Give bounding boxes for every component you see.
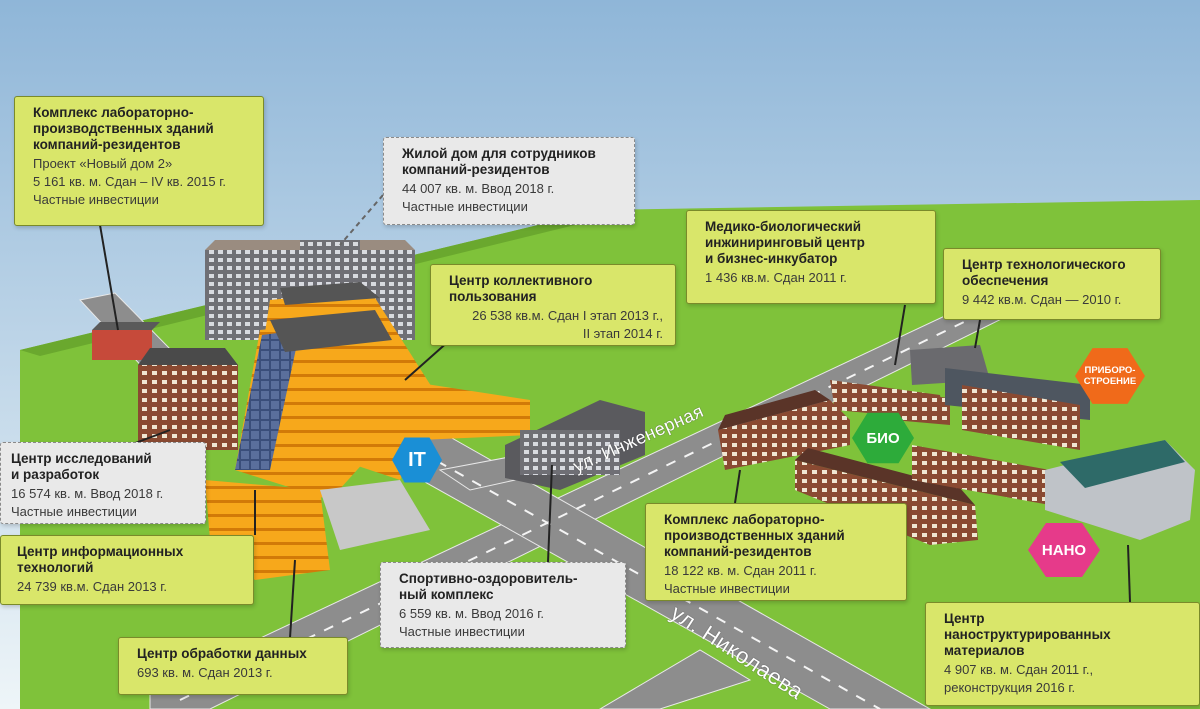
callout-title: Центр коллективного пользования <box>449 273 593 304</box>
callout-title: Жилой дом для сотрудников компаний-резид… <box>402 146 596 177</box>
badge-bio-label: БИО <box>866 429 900 447</box>
callout-title: Комплекс лабораторно- производственных з… <box>33 105 214 152</box>
callout-research-center: Центр исследований и разработок 16 574 к… <box>0 442 206 524</box>
callout-lab-complex-2011: Комплекс лабораторно- производственных з… <box>645 503 907 601</box>
callout-medbio-center: Медико-биологический инжиниринговый цент… <box>686 210 936 304</box>
callout-nano-center: Центр наноструктурированных материалов 4… <box>925 602 1200 706</box>
callout-details: 4 907 кв. м. Сдан 2011 г., реконструкция… <box>944 662 1094 695</box>
callout-title: Медико-биологический инжиниринговый цент… <box>705 219 865 266</box>
callout-title: Центр технологического обеспечения <box>962 257 1126 288</box>
road-markings <box>179 294 1021 709</box>
callout-title: Спортивно-оздоровитель- ный комплекс <box>399 571 578 602</box>
building-tech-support <box>910 345 1090 450</box>
callout-data-center: Центр обработки данных 693 кв. м. Сдан 2… <box>118 637 348 695</box>
callout-shared-use-center: Центр коллективного пользования 26 538 к… <box>430 264 676 346</box>
building-data-center-plaza <box>320 480 430 550</box>
callout-tech-support-center: Центр технологического обеспечения 9 442… <box>943 248 1161 320</box>
building-small-left <box>92 322 160 360</box>
callout-details: 693 кв. м. Сдан 2013 г. <box>137 665 273 680</box>
building-bio-block <box>912 445 1050 505</box>
callout-details: 24 739 кв.м. Сдан 2013 г. <box>17 579 168 594</box>
building-nano-center <box>1045 440 1195 540</box>
badge-nano-label: НАНО <box>1041 541 1087 559</box>
callout-details: 18 122 кв. м. Сдан 2011 г. Частные инвес… <box>664 563 817 596</box>
callout-details: 44 007 кв. м. Ввод 2018 г. Частные инвес… <box>402 181 555 214</box>
callout-details: 6 559 кв. м. Ввод 2016 г. Частные инвест… <box>399 606 544 639</box>
callout-title: Комплекс лабораторно- производственных з… <box>664 512 845 559</box>
callout-title: Центр обработки данных <box>137 646 307 661</box>
callout-details: 1 436 кв.м. Сдан 2011 г. <box>705 270 847 285</box>
callout-title: Центр информационных технологий <box>17 544 184 575</box>
badge-it-label: IT <box>408 448 426 471</box>
callout-sports-complex: Спортивно-оздоровитель- ный комплекс 6 5… <box>380 562 626 648</box>
callout-details: 9 442 кв.м. Сдан — 2010 г. <box>962 292 1122 307</box>
badge-it: IT <box>392 437 442 483</box>
callout-title: Центр наноструктурированных материалов <box>944 611 1111 658</box>
callout-details: 26 538 кв.м. Сдан I этап 2013 г., II эта… <box>472 308 663 341</box>
callout-title: Центр исследований и разработок <box>11 451 152 482</box>
callout-details: 16 574 кв. м. Ввод 2018 г. Частные инвес… <box>11 486 164 519</box>
callout-it-center: Центр информационных технологий 24 739 к… <box>0 535 254 605</box>
callout-lab-complex-new-house: Комплекс лабораторно- производственных з… <box>14 96 264 226</box>
building-sports-complex <box>505 400 645 490</box>
badge-nano: НАНО <box>1028 523 1100 577</box>
badge-priborostroenie-label: ПРИБОРО- СТРОЕНИЕ <box>1083 365 1137 387</box>
callout-details: Проект «Новый дом 2» 5 161 кв. м. Сдан –… <box>33 156 226 207</box>
callout-residential-house: Жилой дом для сотрудников компаний-резид… <box>383 137 635 225</box>
